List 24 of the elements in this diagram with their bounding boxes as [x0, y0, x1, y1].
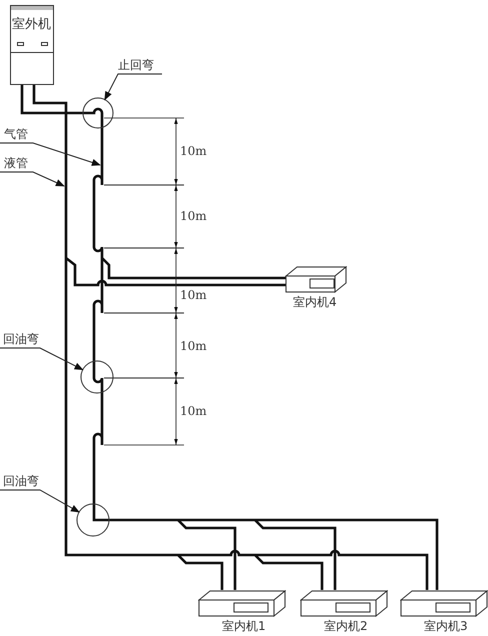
leader-line [0, 172, 65, 186]
callout-label: 回油弯 [3, 474, 39, 488]
unit-label: 室内机2 [324, 619, 368, 633]
callout-label: 气管 [4, 127, 28, 141]
dimension-label: 10m [180, 209, 207, 223]
leader-line [0, 142, 101, 166]
callout-label: 回油弯 [3, 332, 39, 346]
bend-marker-circle [80, 360, 114, 394]
leader-line [0, 348, 84, 370]
bend-marker-circle [76, 503, 110, 537]
dimension-label: 10m [180, 144, 207, 158]
outdoor-unit [10, 5, 54, 85]
unit-label: 室内机1 [222, 619, 266, 633]
unit-label: 室内机4 [293, 295, 337, 309]
leader-line [104, 74, 162, 100]
dimension-label: 10m [180, 339, 207, 353]
dimension-label: 10m [180, 404, 207, 418]
unit-label: 室外机 [12, 18, 51, 32]
callout-label: 液管 [4, 156, 28, 170]
bend-marker-circle [82, 97, 114, 129]
unit-label: 室内机3 [424, 619, 468, 633]
leader-line [0, 490, 80, 513]
dimension-label: 10m [180, 288, 207, 302]
callout-label: 止回弯 [118, 58, 154, 72]
